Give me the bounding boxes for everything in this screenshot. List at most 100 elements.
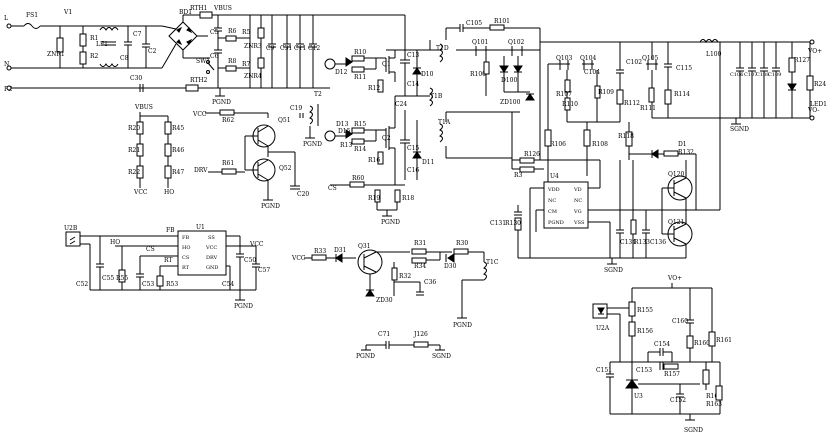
resistor-r156 [628, 321, 636, 337]
resistor-r6-label: R6 [228, 28, 237, 35]
mosfet-q1-label: Q1 [382, 61, 391, 68]
resistor-r13-label: R13 [340, 142, 352, 149]
zener-zd100-label: ZD100 [500, 99, 521, 106]
resistor-r18 [394, 189, 401, 203]
resistor-r8 [225, 65, 237, 72]
inductor-l100-label: L100 [706, 51, 722, 58]
vcc-d-label: VCC [291, 255, 306, 262]
resistor-r60-label: R60 [352, 175, 364, 182]
varistor-znr4-label: ZNR4 [244, 73, 262, 80]
resistor-r101 [489, 24, 505, 31]
resistor-r160 [686, 335, 694, 349]
capacitor-c6-label: C6 [210, 53, 219, 60]
sgnd-c-label: SGND [604, 267, 623, 274]
rt-label: RT [164, 257, 172, 264]
transistor-q31-label: Q31 [358, 243, 371, 250]
resistor-r33 [311, 254, 327, 261]
shunt-regulator-u3 [625, 379, 639, 389]
vo-minus-label: VO- [807, 107, 819, 114]
vbus-top-label: VBUS [213, 5, 232, 12]
vo-plus-label: VO+ [807, 48, 822, 55]
resistor-r12-label: R12 [368, 85, 380, 92]
u1-pin-fb: FB [182, 235, 189, 241]
u1-pin-vcc: VCC [205, 245, 217, 251]
capacitor-c153-label: C153 [636, 367, 652, 374]
switch-sw1 [207, 62, 215, 71]
terminal-pe [6, 85, 12, 91]
resistor-r112 [616, 89, 624, 105]
capacitor-c160-label: C160 [672, 318, 688, 325]
capacitor-c19-label: C19 [290, 105, 302, 112]
diode-d11 [412, 151, 422, 159]
sync-rect-controller-section: R106 R108 R118 D1 R132 R126 R3 U4 VDD NC… [490, 122, 697, 274]
thermistor-rth2 [185, 84, 199, 92]
pgnd-d-label: PGND [303, 141, 322, 148]
regulator-u3-label: U3 [634, 393, 643, 400]
u1-pin-rt: RT [182, 265, 190, 271]
resistor-r47 [164, 165, 172, 179]
capacitor-c24-label: C24 [395, 101, 407, 108]
u4-pin-nc1: NC [548, 198, 556, 204]
resistor-r62 [219, 109, 235, 116]
resistor-r112-label: R112 [624, 100, 640, 107]
transformer-t1d-label: T1D [436, 45, 449, 52]
resistor-r107-label: R107 [556, 91, 572, 98]
resistor-r19-label: R19 [368, 195, 380, 202]
ho-a-label: HO [164, 189, 174, 196]
u1-pin-ho: HO [182, 245, 190, 251]
mosfet-q104-label: Q104 [580, 55, 597, 62]
thermistor-rth2-label: RTH2 [190, 77, 208, 84]
capacitor-c102-label: C102 [626, 59, 642, 66]
vcc-c-label: VCC [249, 241, 264, 248]
capacitor-c20-label: C20 [297, 191, 309, 198]
resistor-r21-label: R21 [128, 147, 140, 154]
capacitor-c131-label: C131 [490, 220, 506, 227]
capacitor-c2-label: C2 [148, 48, 157, 55]
fb-label: FB [166, 227, 175, 234]
resistor-r6 [225, 35, 237, 42]
capacitor-c105-label: C105 [466, 20, 482, 27]
gate-drive-section: VBUS R20 R21 R22 VCC R45 R46 R47 HO VCC … [128, 91, 322, 210]
u4-pin-pgnd: PGND [548, 220, 564, 226]
optocoupler-u2a-label: U2A [596, 325, 610, 332]
ac-input-section: L N PE FS1 V1 ZNR1 R1 R2 LF1 C7 C8 [4, 5, 405, 106]
diode-d11-label: D11 [422, 159, 434, 166]
capacitor-c14-label: C14 [407, 81, 419, 88]
transistor-q51-label: Q51 [278, 117, 291, 124]
thermistor-rth1 [199, 11, 213, 19]
resistor-r132 [663, 150, 679, 157]
capacitor-c50-label: C50 [244, 257, 256, 264]
terminal-l-label: L [4, 15, 8, 22]
resistor-r16-label: R16 [368, 157, 380, 164]
varistor-znr3 [257, 27, 265, 39]
capacitor-c12-label: C12 [308, 45, 320, 52]
capacitor-c107-label: C107 [744, 72, 757, 78]
capacitor-c13-label: C13 [407, 52, 419, 59]
resistor-r10a [351, 55, 365, 62]
resistor-r8-label: R8 [228, 58, 237, 65]
resistor-r106-label: R106 [550, 141, 566, 148]
resistor-r111 [648, 87, 655, 103]
fuse-symbol [23, 23, 41, 29]
transformer-t1a-label: T1A [438, 119, 451, 126]
resistor-r157-label: R157 [664, 371, 680, 378]
interconnect-wires [511, 42, 721, 211]
capacitor-c106-label: C106 [730, 72, 743, 78]
resistor-r111-label: R111 [640, 105, 656, 112]
pgnd-a-label: PGND [212, 99, 231, 106]
capacitor-c11-label: C11 [294, 45, 306, 52]
capacitor-c152-label: C152 [670, 397, 686, 404]
transformer-t2-sec1 [324, 58, 336, 70]
transformer-t1b-label: T1B [430, 93, 443, 100]
u1-pin-ss: SS [208, 235, 215, 241]
resistor-r161 [708, 331, 716, 347]
resistor-r126 [519, 157, 535, 164]
diode-d100-label: D100 [501, 77, 517, 84]
vo-c-label: VO+ [667, 275, 682, 282]
resistor-r127-label: R127 [794, 57, 810, 64]
transformer-t1c [483, 261, 487, 281]
resistor-r14 [351, 138, 365, 145]
capacitor-c104-label: C104 [584, 69, 600, 76]
ic-u4-label: U4 [550, 173, 559, 180]
capacitor-c53-label: C53 [142, 281, 154, 288]
